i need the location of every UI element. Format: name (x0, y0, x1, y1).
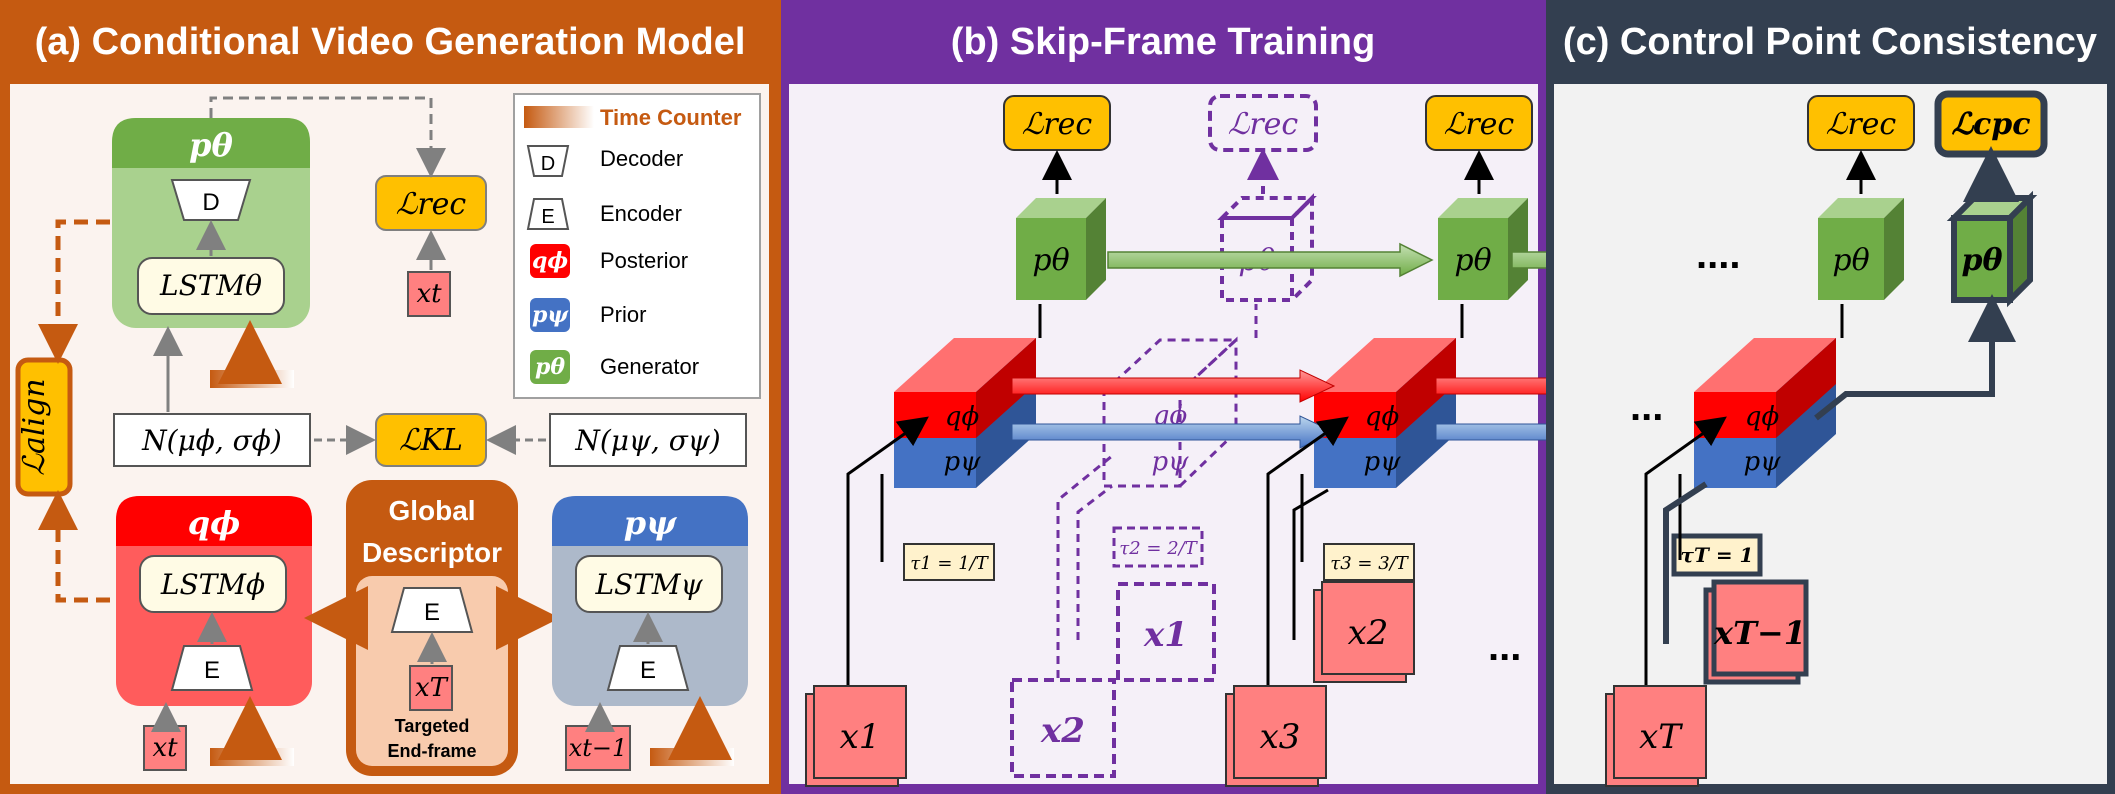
tau-T: τT = 1 (1681, 543, 1754, 567)
panel-c: (c) Control Point Consistency ℒrec ℒcpc … (1546, 0, 2115, 794)
prior-icon (530, 298, 570, 332)
svg-text:D: D (541, 153, 555, 175)
generator-icon (530, 350, 570, 384)
p-theta-block: pθ D LSTMθ (112, 118, 310, 388)
legend-time-counter: Time Counter (600, 105, 742, 130)
legend-decoder: Decoder (600, 146, 683, 171)
posterior-icon (530, 244, 570, 278)
svg-text:x1: x1 (840, 717, 881, 757)
lstm-theta: LSTMθ (159, 269, 262, 302)
tau-2: τ2 = 2/T (1119, 538, 1198, 559)
frame-x2-dashed: x2 (1040, 711, 1085, 751)
l-align: ℒalign (17, 378, 52, 475)
generator-cube-1: pθ (1016, 198, 1106, 300)
dots-b: ... (1488, 625, 1521, 669)
targeted-line2: End-frame (387, 741, 476, 761)
q-phi-block: qϕ LSTMϕ E xt (116, 496, 312, 771)
legend: Time Counter D Decoder E Encoder qϕ Post… (513, 93, 761, 399)
svg-text:pθ: pθ (1962, 243, 2003, 278)
q-phi-title: qϕ (188, 504, 241, 542)
frame-x2: x2 (1313, 581, 1415, 683)
frame-xT-1: xT−1 (1703, 579, 1809, 685)
generator-cube-3: pθ (1438, 198, 1528, 300)
legend-generator: Generator (600, 354, 699, 379)
dots-c-top: .... (1696, 233, 1740, 277)
dots-c-mid: ... (1630, 385, 1663, 429)
legend-encoder: Encoder (600, 201, 682, 226)
l-kl: ℒKL (399, 423, 463, 458)
panel-b: (b) Skip-Frame Training ℒrec ℒrec ℒrec p… (781, 0, 1670, 794)
panel-c-title: (c) Control Point Consistency (1563, 21, 2097, 63)
svg-text:pψ: pψ (532, 302, 569, 328)
frame-x1: x1 (805, 685, 907, 787)
svg-text:pθ: pθ (535, 354, 565, 380)
legend-posterior: Posterior (600, 248, 688, 273)
svg-text:pψ: pψ (943, 447, 981, 477)
x-T-global: xT (415, 673, 449, 703)
lstm-psi: LSTMψ (594, 568, 703, 601)
legend-prior: Prior (600, 302, 646, 327)
svg-text:pψ: pψ (1363, 447, 1401, 477)
panel-a: (a) Conditional Video Generation Model T… (0, 0, 781, 794)
svg-text:E: E (640, 657, 656, 684)
encoder-icon (526, 198, 570, 230)
svg-text:D: D (202, 189, 219, 216)
svg-text:qϕ: qϕ (532, 248, 568, 274)
frame-x1-dashed: x1 (1143, 615, 1188, 655)
frame-xT: xT (1605, 685, 1707, 787)
svg-text:x2: x2 (1348, 613, 1389, 653)
svg-text:qϕ: qϕ (1745, 402, 1780, 432)
l-rec-a: ℒrec (396, 187, 467, 222)
global-descriptor-line1: Global (388, 495, 475, 526)
tau-1: τ1 = 1/T (910, 553, 989, 574)
l-rec-b3: ℒrec (1444, 107, 1515, 142)
svg-text:xT: xT (1639, 717, 1683, 757)
time-counter-icon (524, 106, 594, 128)
svg-text:xT−1: xT−1 (1713, 614, 1806, 652)
normal-phi: N(μϕ, σϕ) (141, 424, 282, 457)
svg-text:pψ: pψ (1743, 447, 1781, 477)
decoder-icon (526, 145, 570, 177)
global-descriptor-line2: Descriptor (362, 537, 502, 568)
svg-text:pθ: pθ (1454, 243, 1491, 278)
global-descriptor-block: Global Descriptor E xT Targeted End-fram… (304, 480, 560, 776)
svg-text:E: E (424, 599, 440, 626)
x-t-top: xt (416, 279, 442, 309)
svg-text:pθ: pθ (1832, 243, 1869, 278)
l-cpc: ℒcpc (1951, 107, 2030, 142)
p-psi-title: pψ (624, 504, 677, 542)
svg-text:E: E (204, 657, 220, 684)
p-psi-block: pψ LSTMψ E xt−1 (552, 496, 748, 771)
decoder-shape (170, 179, 252, 221)
generator-cube-c1: pθ (1818, 198, 1904, 300)
svg-text:qϕ: qϕ (945, 402, 980, 432)
generator-cube-c2: pθ (1946, 190, 2038, 308)
l-rec-b2: ℒrec (1228, 107, 1299, 142)
frame-x3: x3 (1225, 685, 1327, 787)
svg-text:qϕ: qϕ (1365, 402, 1400, 432)
panel-b-title: (b) Skip-Frame Training (951, 21, 1375, 63)
x-t-minus-1: xt−1 (569, 734, 628, 762)
targeted-line1: Targeted (395, 716, 470, 736)
lstm-phi: LSTMϕ (160, 568, 265, 601)
x-t-bottom: xt (152, 733, 178, 763)
tau-3: τ3 = 3/T (1330, 553, 1409, 574)
svg-text:pθ: pθ (1032, 243, 1069, 278)
p-theta-title: pθ (189, 126, 233, 164)
panel-a-title: (a) Conditional Video Generation Model (35, 21, 746, 63)
svg-text:x3: x3 (1260, 717, 1301, 757)
l-rec-c: ℒrec (1826, 107, 1897, 142)
svg-text:pψ: pψ (1151, 447, 1189, 477)
svg-text:E: E (541, 206, 554, 228)
latent-block-3: qϕ pψ (1314, 338, 1456, 488)
l-rec-b1: ℒrec (1022, 107, 1093, 142)
normal-psi: N(μψ, σψ) (574, 424, 720, 457)
